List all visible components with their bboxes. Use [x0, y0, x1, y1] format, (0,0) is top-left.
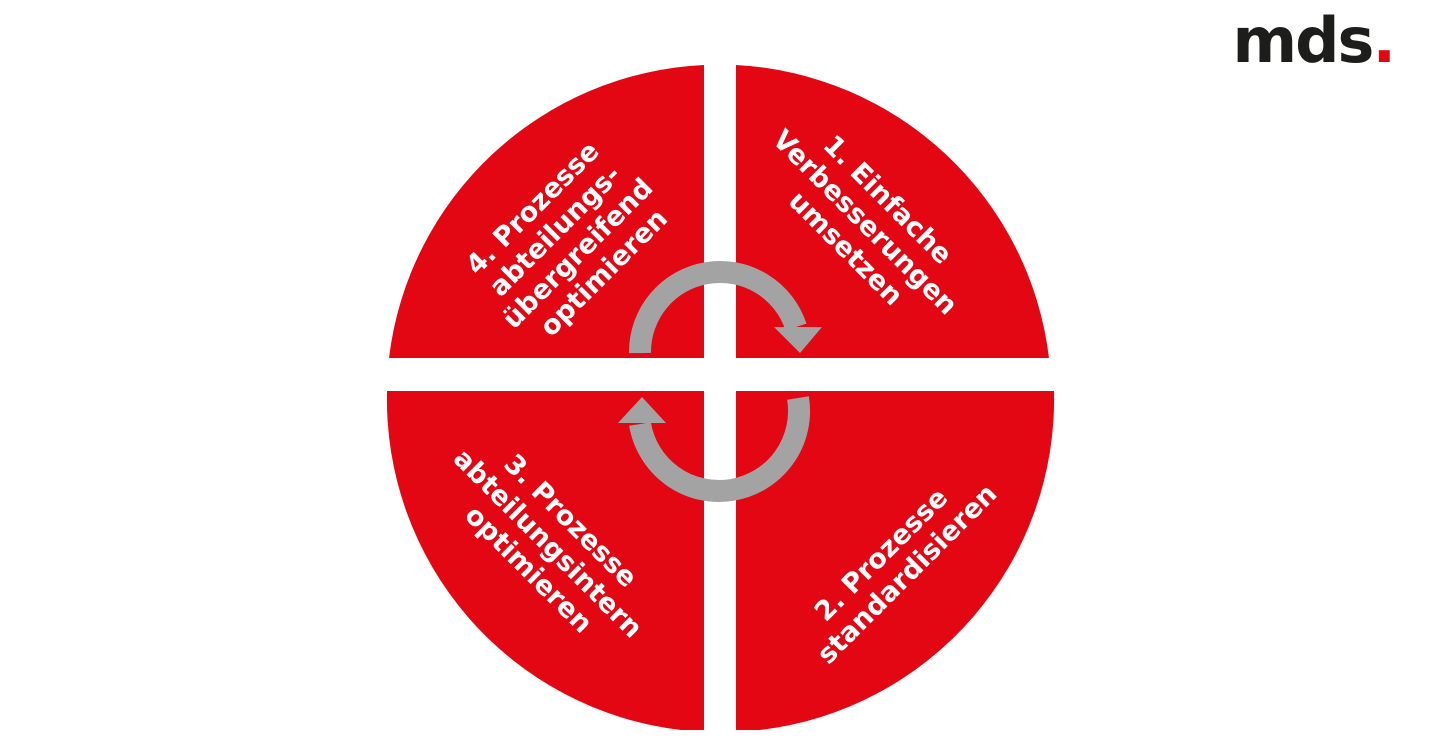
quadrant-4-top-left: [389, 65, 704, 358]
quadrant-2-bottom-right: [736, 391, 1055, 730]
logo-dot: .: [1372, 4, 1396, 77]
arrowhead-top-icon: [774, 327, 822, 353]
cycle-arrows: [618, 260, 822, 503]
clockwise-arrow-bottom: [629, 396, 811, 503]
quadrants: [386, 65, 1055, 730]
quadrant-3-bottom-left: [386, 391, 704, 730]
logo-text: mds: [1232, 4, 1375, 77]
clockwise-arrow-top: [628, 260, 807, 354]
arrowhead-bottom-icon: [618, 397, 666, 423]
quadrant-1-top-right: [736, 65, 1049, 358]
mds-logo: mds.: [1233, 10, 1396, 72]
